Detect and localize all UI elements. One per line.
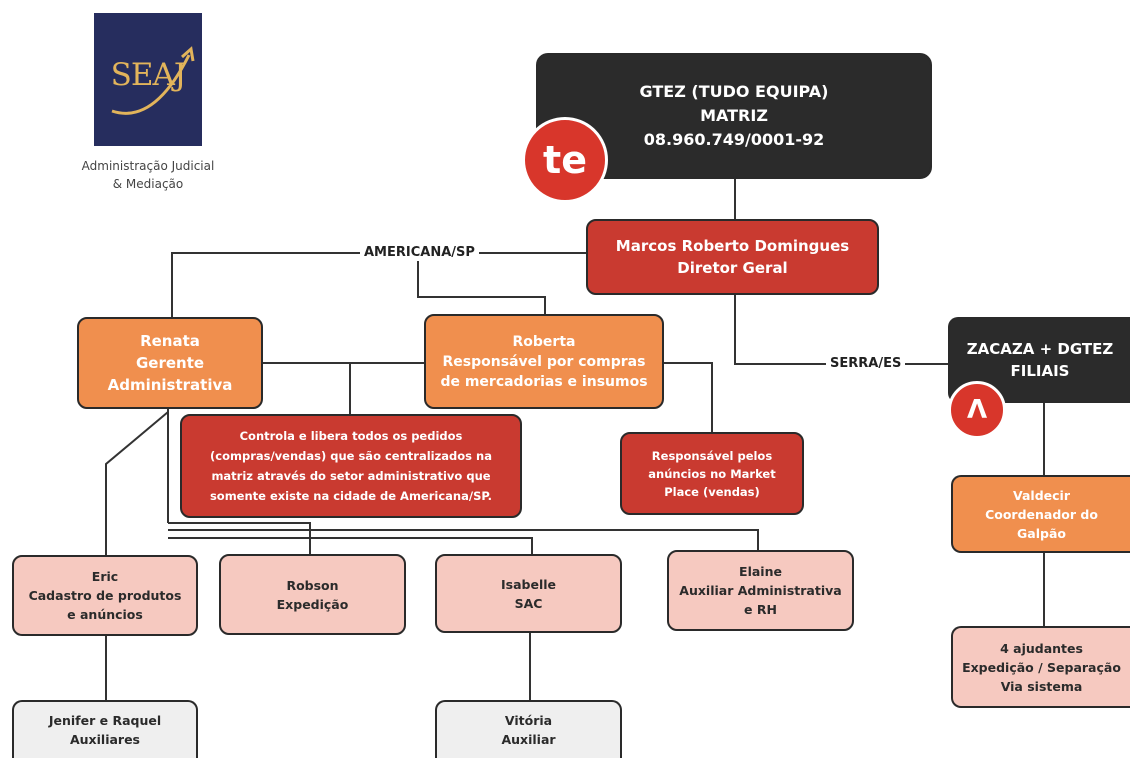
logo-mark-text: SEAJ [110,57,187,93]
renata-box: Renata Gerente Administrativa [77,317,263,409]
renata-role: Gerente [135,354,205,372]
roberta-role: Responsável por compras [442,353,646,370]
jenifer-role: Auxiliares [69,732,140,747]
valdecir-role: Coordenador do [985,506,1098,522]
eric-role: e anúncios [67,607,143,622]
controla-text: matriz através do setor administrativo q… [211,469,491,483]
eric-box: Eric Cadastro de produtos e anúncios [12,555,198,636]
filiais-title: ZACAZA + DGTEZ [966,340,1114,358]
eric-name: Eric [91,569,119,584]
valdecir-role: Galpão [1017,525,1066,541]
matriz-cnpj: 08.960.749/0001-92 [643,130,825,149]
serra-label: SERRA/ES [826,356,906,372]
te-badge-text: te [543,138,587,182]
vitoria-name: Vitória [504,713,553,728]
diretor-box: Marcos Roberto Domingues Diretor Geral [586,219,879,295]
filiais-badge-text: Λ [966,395,988,425]
logo-caption-line: Administração Judicial [81,159,215,173]
isabelle-name: Isabelle [501,576,556,592]
isabelle-role: SAC [514,595,543,611]
vitoria-box: Vitória Auxiliar [435,700,622,758]
roberta-box: Roberta Responsável por compras de merca… [424,314,664,409]
controla-text: Controla e libera todos os pedidos [239,429,463,443]
controla-text: (compras/vendas) que são centralizados n… [210,449,492,463]
elaine-name: Elaine [739,564,782,579]
renata-name: Renata [140,332,200,350]
ajudantes-text: 4 ajudantes [1000,640,1083,656]
anuncios-text: anúncios no Market [648,466,776,481]
roberta-role: de mercadorias e insumos [440,373,648,390]
robson-role: Expedição [276,596,349,612]
roberta-name: Roberta [512,333,576,350]
valdecir-box: Valdecir Coordenador do Galpão [951,475,1130,553]
logo-caption: Administração Judicial & Mediação [60,157,236,193]
elaine-role: e RH [744,602,777,617]
logo-arrow-graphic [111,46,195,115]
controla-box: Controla e libera todos os pedidos (comp… [180,414,522,518]
matriz-subtitle: MATRIZ [700,106,768,125]
anuncios-text: Responsável pelos [651,448,773,463]
ajudantes-text: Via sistema [1000,678,1083,694]
valdecir-name: Valdecir [1013,487,1070,503]
seaj-logo: SEAJ [94,13,202,146]
robson-box: Robson Expedição [219,554,406,635]
elaine-box: Elaine Auxiliar Administrativa e RH [667,550,854,631]
robson-name: Robson [286,577,339,593]
eric-role: Cadastro de produtos [28,588,182,603]
ajudantes-box: 4 ajudantes Expedição / Separação Via si… [951,626,1130,708]
matriz-title: GTEZ (TUDO EQUIPA) [639,82,829,101]
te-logo-badge: te [522,117,608,203]
diretor-role: Diretor Geral [677,259,788,277]
isabelle-box: Isabelle SAC [435,554,622,633]
vitoria-role: Auxiliar [501,732,556,747]
logo-caption-line: & Mediação [112,177,184,191]
ajudantes-text: Expedição / Separação [962,659,1121,675]
diretor-name: Marcos Roberto Domingues [615,237,850,255]
filiais-logo-badge: Λ [948,381,1006,439]
americana-label: AMERICANA/SP [360,245,479,261]
renata-role: Administrativa [107,376,233,394]
anuncios-box: Responsável pelos anúncios no Market Pla… [620,432,804,515]
jenifer-box: Jenifer e Raquel Auxiliares [12,700,198,758]
controla-text: somente existe na cidade de Americana/SP… [209,489,493,503]
anuncios-text: Place (vendas) [664,484,760,499]
elaine-role: Auxiliar Administrativa [679,583,842,598]
jenifer-name: Jenifer e Raquel [48,713,162,728]
filiais-subtitle: FILIAIS [1010,362,1070,380]
